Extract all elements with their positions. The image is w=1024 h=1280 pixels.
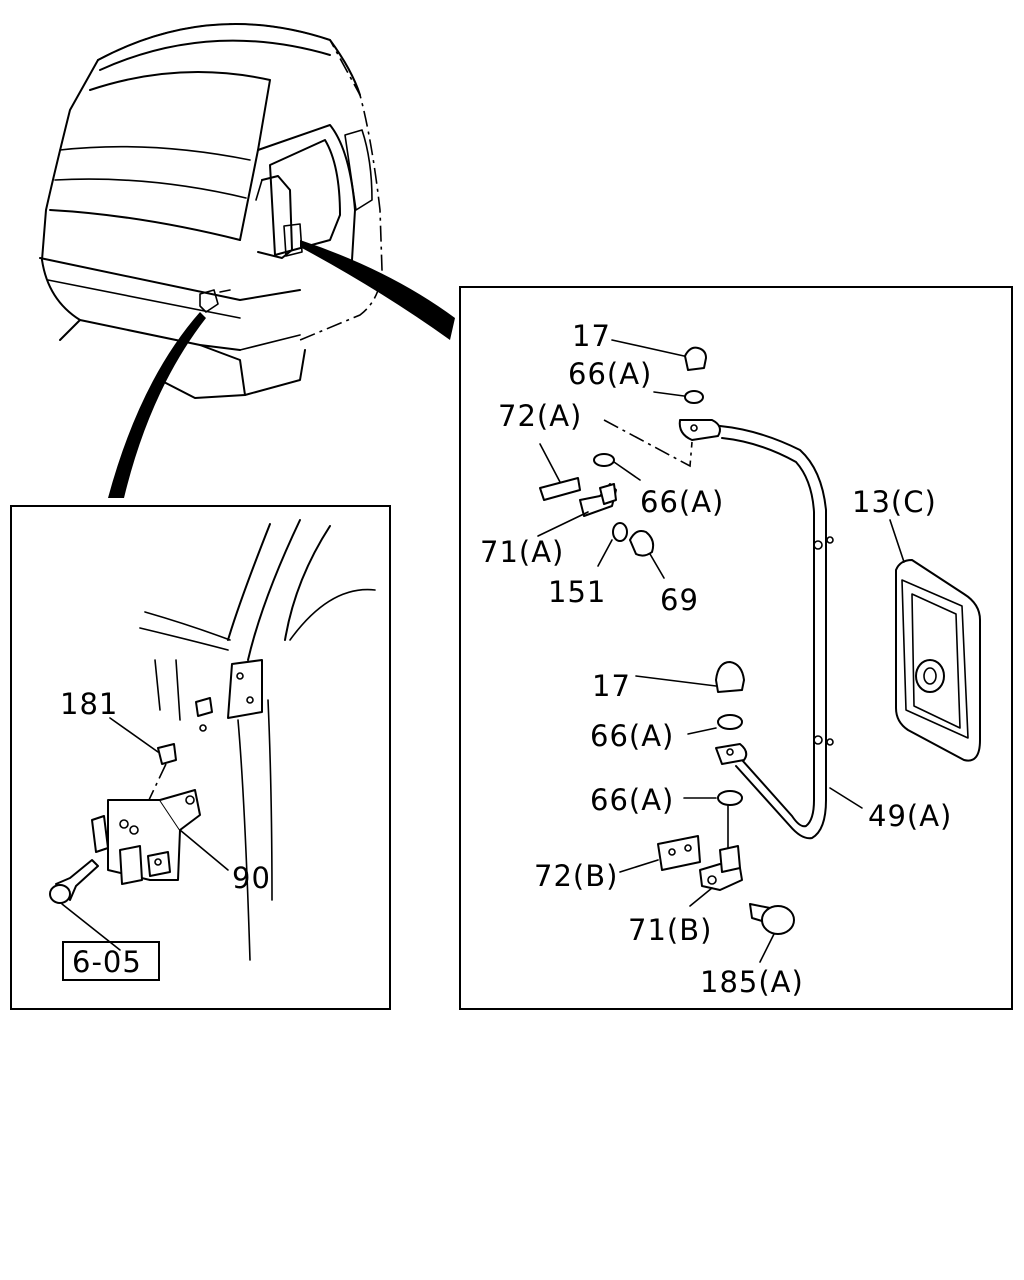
label-17-top: 17 [572, 319, 611, 353]
label-69: 69 [660, 583, 699, 617]
left-inset-drawing [49, 519, 376, 961]
label-72b: 72(B) [534, 859, 618, 893]
label-66a-3: 66(A) [590, 719, 674, 753]
label-66a-2: 66(A) [640, 485, 724, 519]
label-13c: 13(C) [852, 485, 937, 519]
label-90: 90 [232, 861, 271, 895]
part-72b-plate [657, 835, 701, 871]
reference-box [62, 941, 160, 981]
right-inset-frame [459, 286, 1013, 1010]
label-ref-6-05: 6-05 [72, 945, 142, 979]
part-181-clip [157, 743, 177, 765]
callout-wedge-left [108, 312, 206, 498]
truck-cab-illustration [39, 23, 383, 399]
left-inset-frame [10, 505, 391, 1010]
part-17-nut-mid [715, 661, 745, 693]
label-185a: 185(A) [700, 965, 804, 999]
right-inset-drawing [537, 339, 981, 963]
label-71b: 71(B) [628, 913, 712, 947]
label-151: 151 [548, 575, 606, 609]
part-69-nut [629, 530, 655, 557]
label-66a-4: 66(A) [590, 783, 674, 817]
label-181: 181 [60, 687, 118, 721]
label-49a: 49(A) [868, 799, 952, 833]
label-72a: 72(A) [498, 399, 582, 433]
callout-wedge-right [300, 240, 455, 340]
label-71a: 71(A) [480, 535, 564, 569]
label-66a-1: 66(A) [568, 357, 652, 391]
part-17-nut-top [684, 346, 707, 371]
label-17-mid: 17 [592, 669, 631, 703]
part-72a-plate [539, 477, 581, 501]
